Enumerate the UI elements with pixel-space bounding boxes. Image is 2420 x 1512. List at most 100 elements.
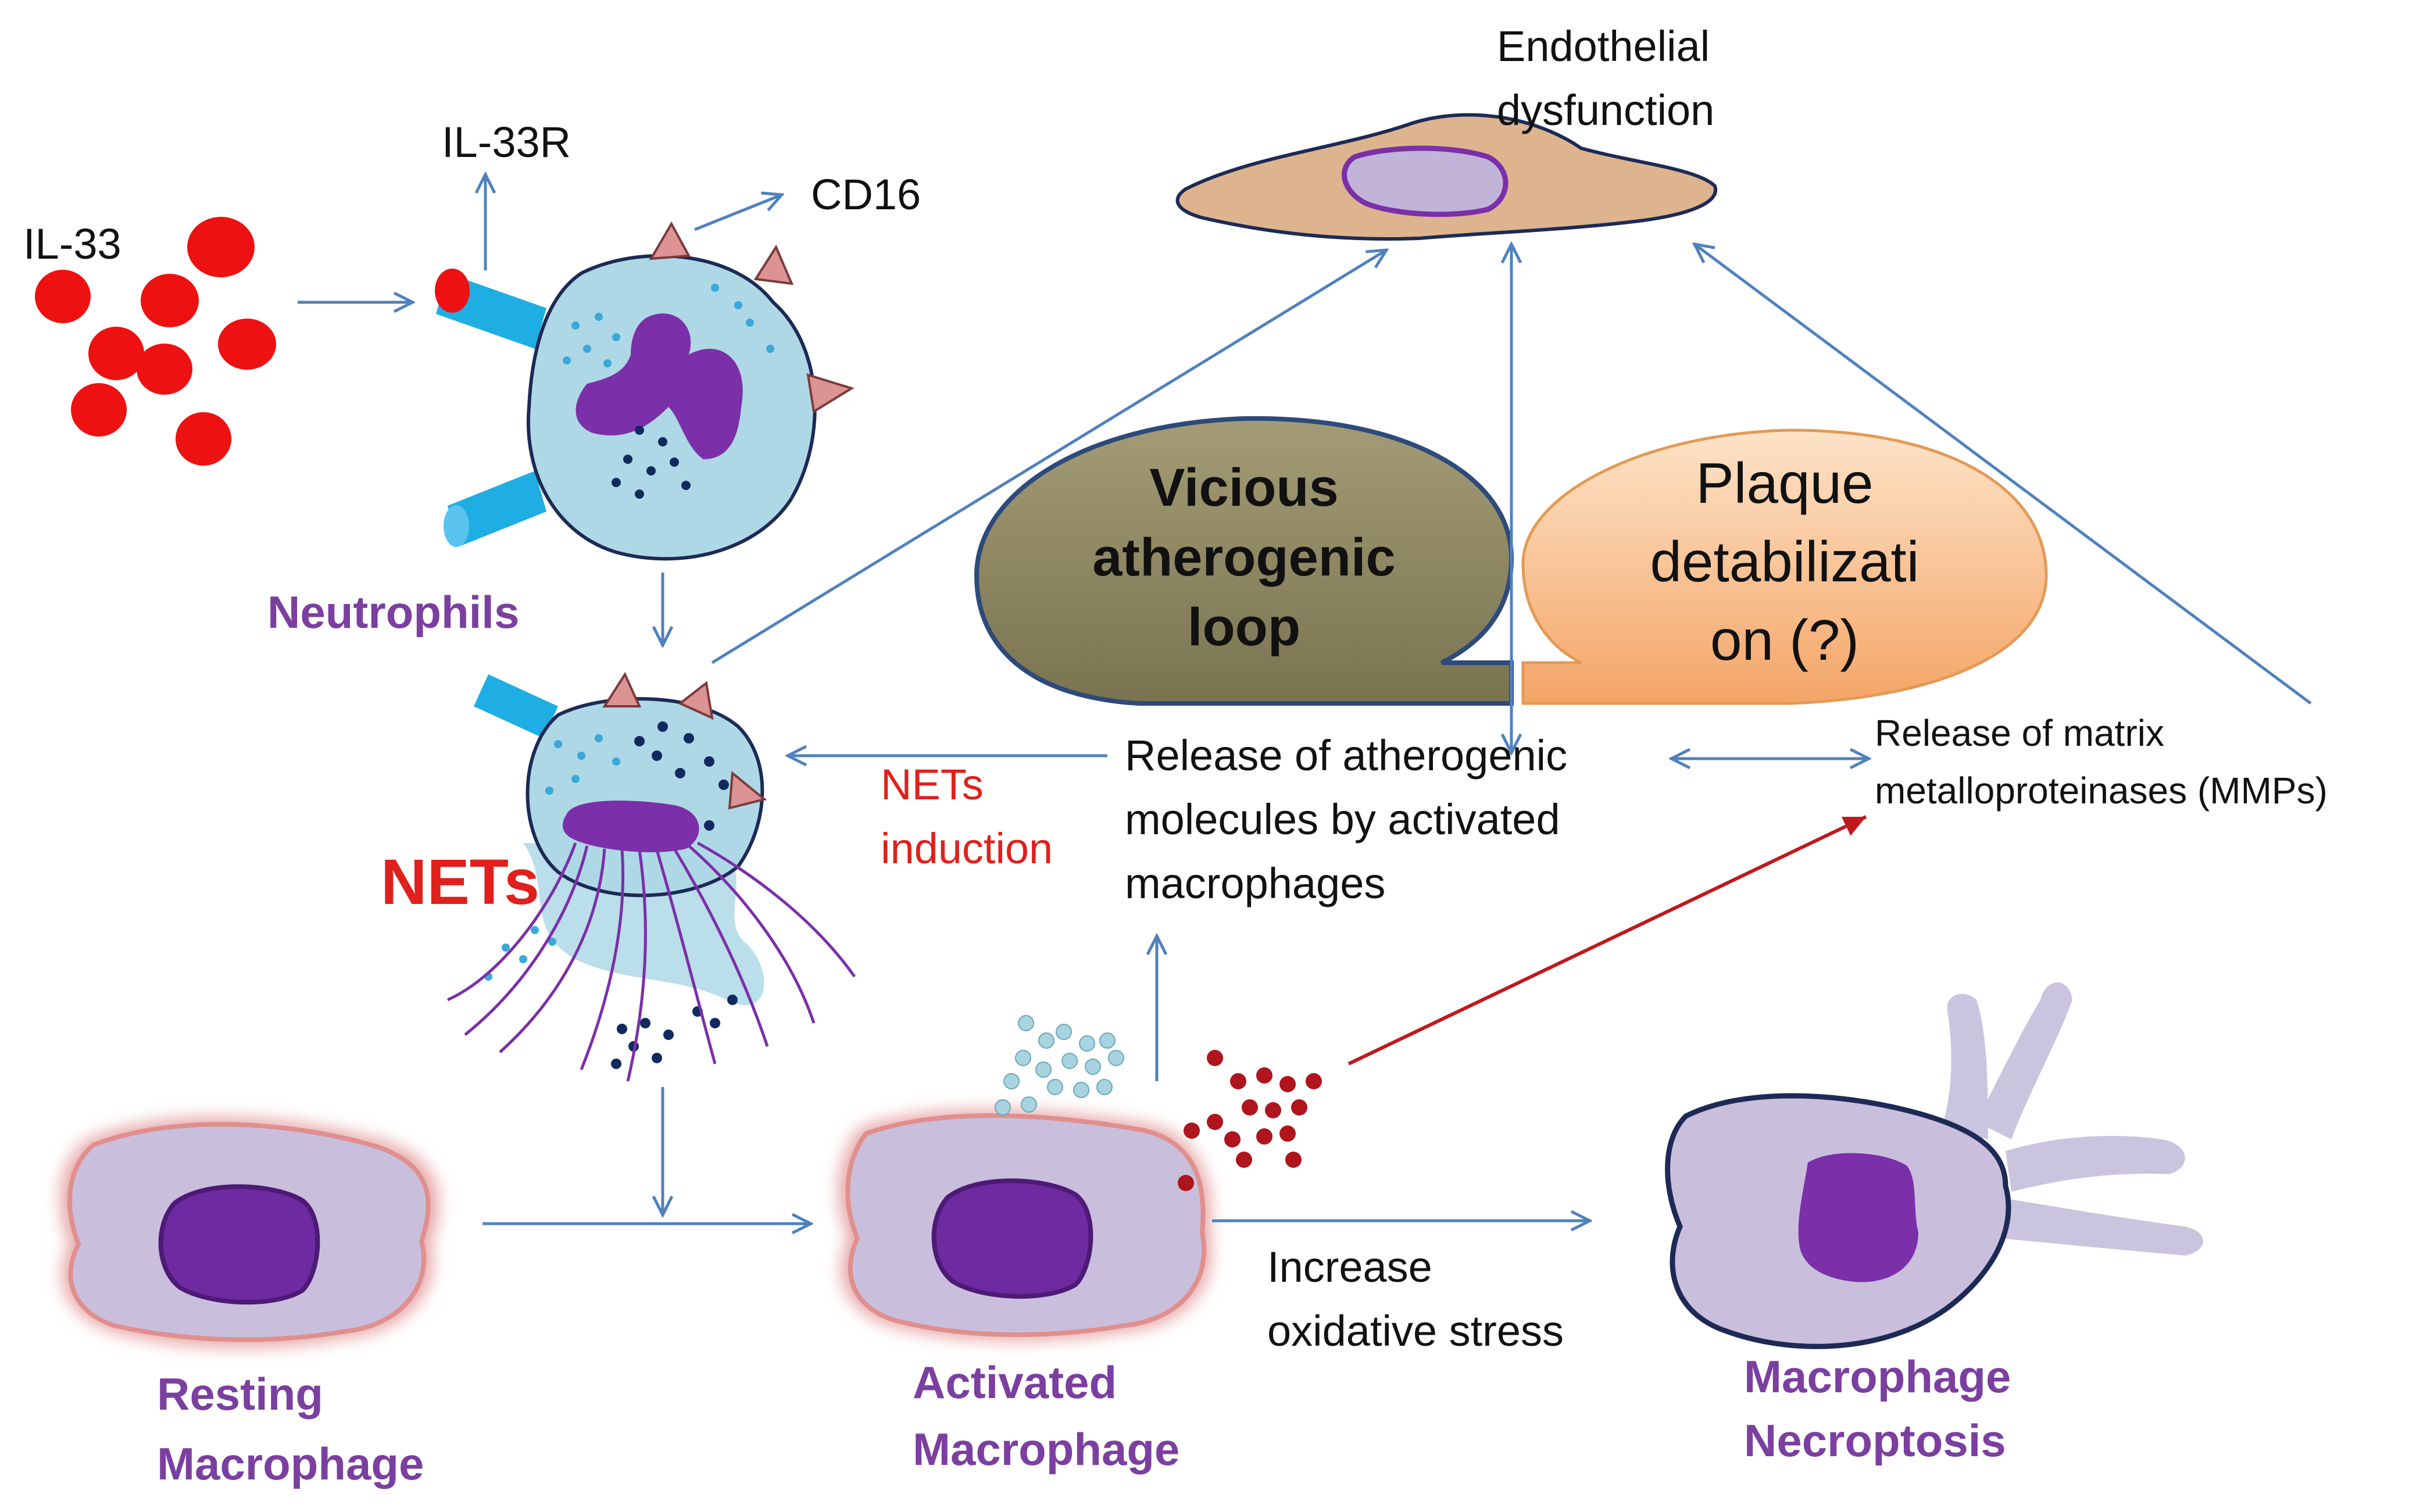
plaque-shape xyxy=(1521,428,2048,705)
particle xyxy=(1096,1079,1113,1095)
granule xyxy=(635,489,644,499)
granule xyxy=(670,457,679,467)
particle xyxy=(1015,1050,1031,1066)
il33r-label: IL-33R xyxy=(442,118,571,166)
il33-dot xyxy=(137,344,192,395)
neutrophil-nucleus xyxy=(575,313,743,459)
endothelial-label-line1: Endothelial xyxy=(1497,22,1710,70)
net-strand xyxy=(696,841,856,978)
vicious-loop-line3: loop xyxy=(1188,598,1300,657)
necroptosis-label-line1: Macrophage xyxy=(1744,1351,2011,1402)
particle xyxy=(1265,1102,1281,1118)
net-strand xyxy=(499,848,606,1053)
release-mmp-line1: Release of matrix xyxy=(1875,712,2164,754)
granule xyxy=(519,955,527,963)
il33-dot xyxy=(88,327,144,380)
nets-nucleus xyxy=(563,800,699,853)
nets-receptor xyxy=(474,674,558,738)
activated-macrophage xyxy=(838,1110,1211,1341)
granule xyxy=(675,768,685,778)
nets-body xyxy=(526,697,764,898)
net-strand xyxy=(464,845,589,1036)
protrusion xyxy=(2000,1198,2203,1256)
nets-to-endothelial-arrow xyxy=(711,250,1386,664)
granule xyxy=(681,481,691,490)
nets-induction-line1: NETs xyxy=(881,760,984,809)
plaque-destabilization-bubble: Plaque detabilizati on (?) xyxy=(1521,428,2048,705)
particle xyxy=(1256,1128,1272,1145)
nets-label: NETs xyxy=(381,846,539,918)
particle xyxy=(1285,1152,1302,1168)
il33-label: IL-33 xyxy=(23,220,121,268)
granule xyxy=(746,319,754,327)
plaque-line3: on (?) xyxy=(1710,608,1859,672)
activated-macrophage-nucleus xyxy=(931,1178,1093,1299)
cd16-spike xyxy=(602,671,642,707)
release-atherogenic-line3: macrophages xyxy=(1125,859,1385,907)
oxidative-line2: oxidative stress xyxy=(1267,1307,1564,1355)
particle xyxy=(1230,1073,1246,1089)
particle xyxy=(1236,1152,1252,1168)
plaque-line1: Plaque xyxy=(1696,451,1873,515)
granule xyxy=(719,780,729,790)
particle xyxy=(1256,1067,1272,1084)
neutrophils-label: Neutrophils xyxy=(267,587,519,638)
cd16-label: CD16 xyxy=(811,170,921,219)
granule xyxy=(545,787,553,795)
particle xyxy=(1035,1061,1052,1078)
necroptotic-protrusions xyxy=(1942,982,2203,1256)
particle xyxy=(1021,1096,1037,1113)
particle xyxy=(1018,1015,1034,1031)
granule xyxy=(577,752,585,760)
granule xyxy=(612,757,620,766)
net-strand xyxy=(580,849,625,1070)
granule xyxy=(634,736,645,746)
cd16-spike xyxy=(649,221,691,260)
release-mmp-line2: metalloproteinases (MMPs) xyxy=(1875,770,2328,812)
cd16-spike xyxy=(678,681,714,720)
particle xyxy=(995,1099,1011,1116)
granule xyxy=(640,1018,650,1028)
particle xyxy=(1242,1099,1258,1116)
particle xyxy=(1099,1032,1116,1049)
granule xyxy=(684,733,694,744)
receptor-bound-il33 xyxy=(435,269,470,313)
granule xyxy=(657,721,668,732)
protrusion xyxy=(1976,982,2072,1139)
granule xyxy=(727,995,738,1005)
particle xyxy=(1207,1050,1223,1066)
particle xyxy=(1085,1059,1101,1075)
endothelial-label-line2: dysfunction xyxy=(1497,86,1714,134)
net-strand xyxy=(688,845,816,1024)
vicious-loop-line2: atherogenic xyxy=(1092,528,1395,587)
granule xyxy=(658,437,667,446)
granule xyxy=(531,926,539,934)
granule xyxy=(704,756,714,767)
granule xyxy=(611,1059,621,1069)
particle xyxy=(1184,1123,1200,1139)
granule xyxy=(652,750,662,761)
release-atherogenic-line1: Release of atherogenic xyxy=(1125,731,1567,780)
necroptosis-label-line2: Necroptosis xyxy=(1744,1415,2006,1466)
particle xyxy=(1003,1073,1020,1089)
cd16-spike xyxy=(728,771,767,810)
vicious-loop-line1: Vicious xyxy=(1149,458,1339,517)
mmp-to-endothelial-arrow xyxy=(1695,244,2312,705)
granule xyxy=(554,740,562,748)
net-strand xyxy=(626,849,647,1082)
il33-receptor-lower xyxy=(448,471,546,546)
particle xyxy=(1224,1131,1241,1148)
particle xyxy=(1108,1050,1124,1066)
cd16-spike xyxy=(806,373,855,414)
granule xyxy=(711,284,719,292)
activated-label-line1: Activated xyxy=(913,1357,1117,1408)
il33-particles xyxy=(35,217,276,466)
cd16-pointer xyxy=(694,195,782,231)
vicious-loop-bubble: Vicious atherogenic loop xyxy=(974,416,1514,706)
particle xyxy=(1073,1082,1089,1098)
neutrophil-granules xyxy=(563,284,774,367)
granule xyxy=(704,820,714,831)
particle xyxy=(1207,1114,1223,1130)
particle xyxy=(1306,1073,1322,1089)
particle xyxy=(1279,1125,1296,1142)
